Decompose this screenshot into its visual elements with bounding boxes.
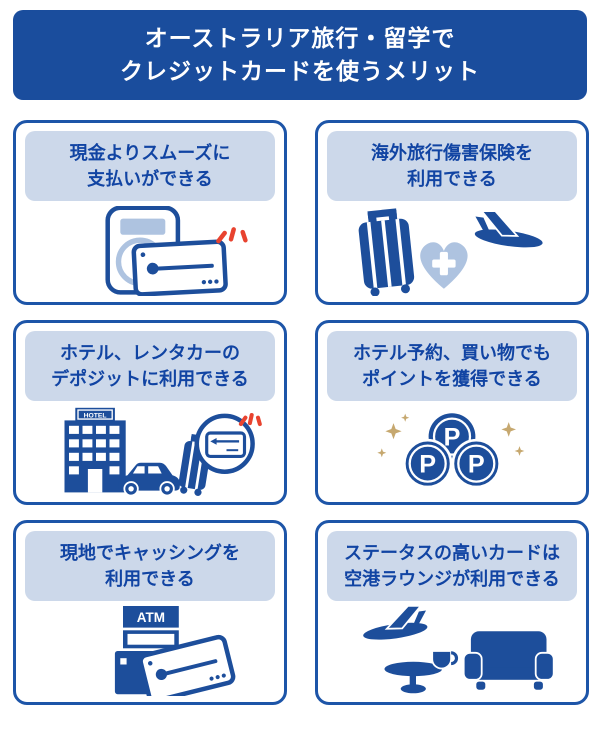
- point-letter: P: [468, 451, 485, 479]
- atm-cashing-icon: ATM: [114, 606, 236, 696]
- tap-marks-icon: [238, 412, 262, 427]
- point-letter: P: [419, 451, 436, 479]
- card-title-line: 現地でキャッシングを: [60, 543, 240, 563]
- travel-insurance-icon: [358, 208, 543, 296]
- card-airport-lounge: ステータスの高いカードは 空港ラウンジが利用できる: [315, 520, 589, 705]
- airplane-icon: [363, 606, 428, 640]
- card-atm-cashing-title: 現地でキャッシングを 利用できる: [25, 531, 275, 601]
- page-title: オーストラリア旅行・留学で クレジットカードを使うメリット: [13, 10, 587, 100]
- card-title-line: ホテル、レンタカーの: [60, 343, 240, 363]
- atm-label: ATM: [137, 610, 165, 625]
- card-title-line: 現金よりスムーズに: [69, 143, 231, 163]
- card-atm-cashing: 現地でキャッシングを 利用できる ATM: [13, 520, 287, 705]
- card-title-line: 利用できる: [105, 569, 195, 589]
- card-atm-cashing-illustration: ATM: [25, 605, 275, 697]
- coffee-cup-icon: [431, 650, 458, 670]
- page-title-line2: クレジットカードを使うメリット: [120, 58, 480, 84]
- card-title-line: 利用できる: [407, 169, 497, 189]
- card-smooth-payment-illustration: [25, 205, 275, 297]
- hotel-deposit-icon: HOTEL: [64, 407, 262, 496]
- card-travel-insurance-title: 海外旅行傷害保険を 利用できる: [327, 131, 577, 201]
- sparkle-icon: [377, 413, 525, 458]
- car-icon: [118, 462, 181, 496]
- card-reward-points: ホテル予約、買い物でも ポイントを獲得できる P: [315, 320, 589, 505]
- card-title-line: デポジットに利用できる: [51, 369, 249, 389]
- page-title-line1: オーストラリア旅行・留学で: [144, 25, 456, 51]
- benefit-card-grid: 現金よりスムーズに 支払いができる: [13, 120, 589, 705]
- card-bubble-icon: [194, 413, 255, 474]
- side-table-icon: [384, 661, 443, 694]
- point-coin-icon: P: [451, 438, 502, 489]
- card-travel-insurance: 海外旅行傷害保険を 利用できる: [315, 120, 589, 305]
- card-travel-insurance-illustration: [327, 205, 577, 297]
- card-airport-lounge-title: ステータスの高いカードは 空港ラウンジが利用できる: [327, 531, 577, 601]
- card-hotel-deposit-illustration: HOTEL: [25, 405, 275, 497]
- card-airport-lounge-illustration: [327, 605, 577, 697]
- tap-marks-icon: [216, 227, 248, 244]
- card-smooth-payment: 現金よりスムーズに 支払いができる: [13, 120, 287, 305]
- hotel-building-icon: HOTEL: [64, 407, 126, 493]
- card-title-line: 空港ラウンジが利用できる: [344, 569, 560, 589]
- reward-points-icon: P P P: [377, 413, 525, 489]
- insurance-heart-icon: [420, 242, 468, 289]
- hotel-sign-label: HOTEL: [84, 412, 107, 419]
- card-title-line: 支払いができる: [87, 169, 213, 189]
- point-coins-icon: P P P: [402, 413, 502, 489]
- card-title-line: 海外旅行傷害保険を: [371, 143, 533, 163]
- airport-lounge-icon: [363, 606, 555, 694]
- point-letter: P: [444, 424, 461, 452]
- card-title-line: ポイントを獲得できる: [362, 369, 542, 389]
- card-reward-points-title: ホテル予約、買い物でも ポイントを獲得できる: [327, 331, 577, 401]
- card-title-line: ステータスの高いカードは: [344, 543, 560, 563]
- credit-card-icon: [138, 634, 236, 696]
- card-smooth-payment-title: 現金よりスムーズに 支払いができる: [25, 131, 275, 201]
- sofa-icon: [462, 631, 555, 690]
- credit-card-icon: [131, 239, 228, 296]
- suitcase-icon: [358, 208, 415, 296]
- card-hotel-deposit-title: ホテル、レンタカーの デポジットに利用できる: [25, 331, 275, 401]
- card-hotel-deposit: ホテル、レンタカーの デポジットに利用できる HOTEL: [13, 320, 287, 505]
- point-coin-icon: P: [402, 438, 453, 489]
- card-title-line: ホテル予約、買い物でも: [353, 343, 551, 363]
- card-reward-points-illustration: P P P: [327, 405, 577, 497]
- contactless-payment-icon: [105, 206, 248, 296]
- airplane-icon: [474, 210, 543, 248]
